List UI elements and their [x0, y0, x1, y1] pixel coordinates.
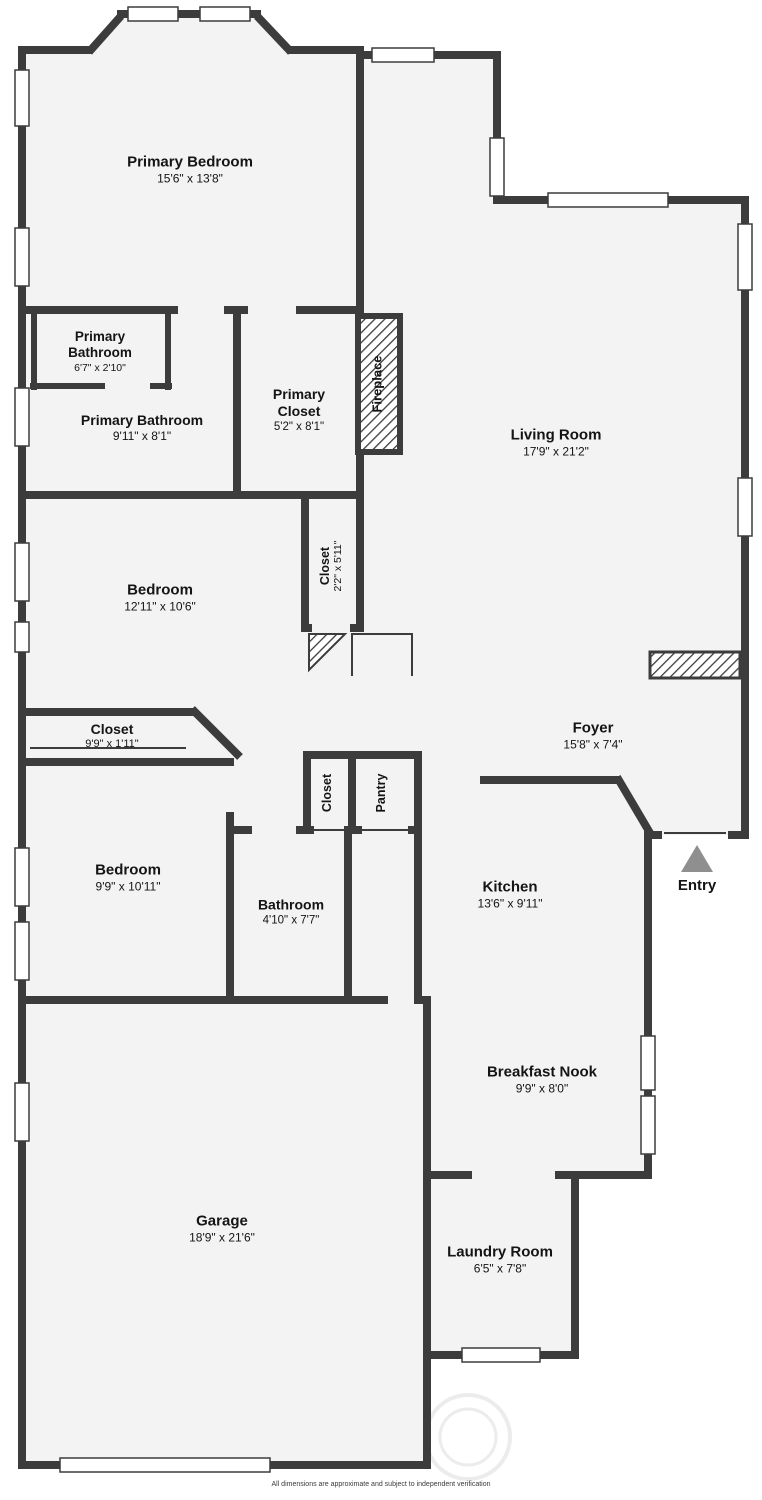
interior-walls: [18, 306, 654, 1004]
entry-arrow-icon: [681, 845, 713, 872]
room-name: Pantry: [373, 773, 388, 813]
room-label-closet-long: Closet 9'9" x 1'11": [85, 721, 138, 751]
room-dims: 4'10" x 7'7": [262, 914, 320, 927]
room-dims: 6'5" x 7'8": [473, 1261, 527, 1276]
room-name: Entry: [677, 876, 717, 894]
room-dims: 12'11" x 10'6": [124, 599, 196, 614]
media-niche-hatch: [648, 650, 742, 680]
room-label-bedroom-front: Bedroom 9'9" x 10'11": [95, 862, 161, 895]
room-dims: 18'9" x 21'6": [189, 1230, 255, 1245]
room-name: Garage: [196, 1212, 248, 1230]
room-label-laundry: Laundry Room 6'5" x 7'8": [447, 1244, 553, 1277]
room-label-fireplace: Fireplace: [369, 355, 386, 413]
room-name: Fireplace: [369, 355, 385, 413]
room-dims: 6'7" x 2'10": [74, 362, 126, 375]
room-label-closet-kitchen: Closet: [320, 774, 334, 812]
garage-door: [59, 1457, 271, 1473]
room-dims: 9'9" x 10'11": [95, 879, 161, 894]
room-dims: 15'8" x 7'4": [563, 737, 623, 752]
room-label-primary-bedroom: Primary Bedroom 15'6" x 13'8": [127, 154, 253, 187]
room-label-foyer: Foyer 15'8" x 7'4": [563, 720, 622, 753]
fireplace-hatch: [355, 313, 403, 455]
room-name: Bedroom: [95, 861, 161, 879]
watermark-circle: [424, 1393, 512, 1481]
room-name: Bedroom: [127, 581, 193, 599]
room-dims: 9'9" x 1'11": [85, 737, 139, 750]
room-name: Bathroom: [257, 896, 325, 913]
room-label-bedroom-mid: Bedroom 12'11" x 10'6": [124, 582, 196, 615]
room-label-kitchen: Kitchen 13'6" x 9'11": [478, 879, 543, 912]
room-name: Kitchen: [482, 878, 538, 896]
room-dims: 2'2" x 5'11": [332, 540, 345, 592]
windows: [14, 6, 753, 1473]
room-label-bathroom: Bathroom 4'10" x 7'7": [258, 896, 324, 927]
room-label-breakfast-nook: Breakfast Nook 9'9" x 8'0": [487, 1064, 597, 1097]
room-label-primary-bathroom: Primary Bathroom 9'11" x 8'1": [81, 412, 203, 444]
room-dims: 15'6" x 13'8": [157, 171, 223, 186]
room-name: Laundry Room: [447, 1243, 553, 1261]
room-name: Primary Bathroom: [80, 412, 204, 429]
thin-lines: [30, 633, 726, 834]
room-dims: 17'9" x 21'2": [523, 444, 589, 459]
room-label-living-room: Living Room 17'9" x 21'2": [511, 427, 602, 460]
room-label-pantry: Pantry: [374, 774, 388, 813]
room-label-entry: Entry: [678, 877, 716, 895]
room-name: Breakfast Nook: [486, 1063, 598, 1081]
room-name: Living Room: [510, 426, 602, 444]
room-dims: 9'9" x 8'0": [515, 1081, 569, 1096]
room-name: Primary Closet: [272, 385, 326, 419]
room-dims: 13'6" x 9'11": [477, 896, 543, 911]
room-dims: 9'11" x 8'1": [112, 429, 172, 444]
room-dims: 5'2" x 8'1": [273, 421, 325, 434]
room-label-garage: Garage 18'9" x 21'6": [189, 1213, 255, 1246]
room-label-primary-closet: Primary Closet 5'2" x 8'1": [259, 386, 339, 434]
room-label-primary-bathroom-small: Primary Bathroom 6'7" x 2'10": [57, 329, 143, 375]
room-name: Closet: [319, 773, 334, 813]
room-label-closet-hall: Closet 2'2" x 5'11": [318, 541, 344, 592]
door-swing-hatch: [308, 633, 348, 673]
toilet-room-walls: [30, 314, 172, 390]
room-name: Primary Bedroom: [127, 153, 253, 171]
room-name: Closet: [90, 720, 134, 737]
room-name: Primary Bathroom: [68, 329, 132, 361]
disclaimer-text: All dimensions are approximate and subje…: [271, 1481, 491, 1488]
room-name: Closet: [317, 546, 332, 586]
room-name: Foyer: [572, 719, 614, 737]
